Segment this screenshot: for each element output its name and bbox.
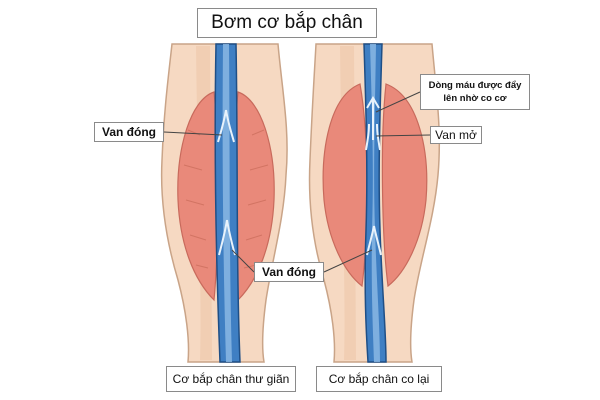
vein-relaxed-highlight (222, 44, 232, 362)
leader-valve-open (375, 134, 431, 137)
leg-relaxed (160, 43, 288, 363)
flow-arrow-up-icon (366, 96, 380, 140)
leader-valve-closed-top (163, 131, 223, 136)
leader-valve-closed-mid-right (323, 249, 373, 273)
leader-blood-pushed (375, 91, 421, 113)
caption-contracted: Cơ bắp chân co lại (316, 366, 442, 392)
diagram-title: Bơm cơ bắp chân (197, 8, 377, 38)
caption-relaxed: Cơ bắp chân thư giãn (166, 366, 296, 392)
label-valve-open: Van mở (430, 126, 482, 144)
label-valve-closed-middle: Van đóng (254, 262, 324, 282)
label-valve-closed-top: Van đóng (94, 122, 164, 142)
muscle-fibers-left (183, 129, 209, 269)
leg-contracted (308, 43, 441, 363)
label-blood-pushed: Dòng máu được đẩy lên nhờ co cơ (420, 74, 530, 110)
vein-contracted (363, 43, 387, 363)
leader-valve-closed-mid-left (231, 249, 255, 273)
muscle-fibers-right (243, 129, 269, 269)
valve-relaxed-top (217, 109, 235, 143)
calf-muscle-right-contracted (381, 83, 428, 288)
leader-lines (163, 91, 431, 273)
